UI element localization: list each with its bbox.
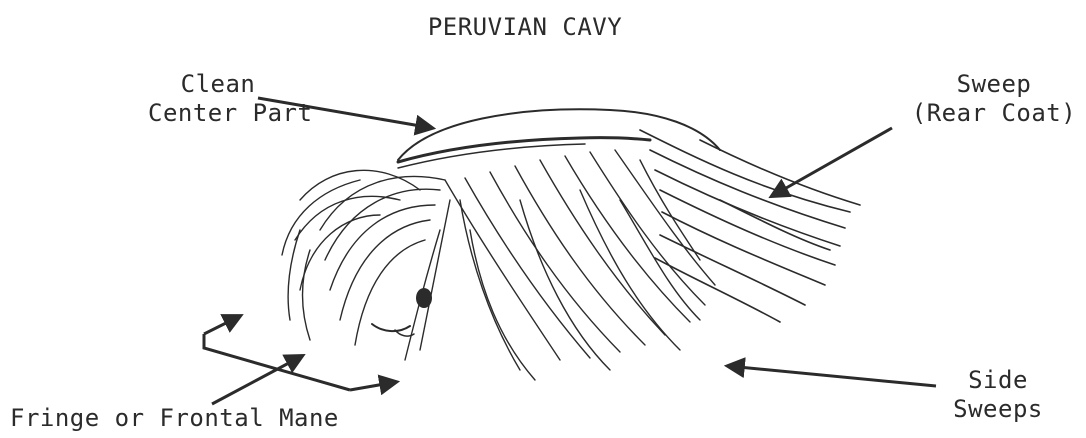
center-part-line: [398, 138, 650, 162]
cavy-drawing: [282, 109, 860, 380]
fringe-bracket: [204, 334, 350, 390]
nose: [372, 324, 410, 331]
body-hair: [445, 150, 715, 380]
arrow-clean-center-part: [258, 98, 432, 128]
arrow-side-sweeps: [728, 366, 936, 386]
arrow-sweep-rear-coat: [772, 128, 892, 196]
arrow-fringe-right: [350, 382, 396, 390]
rear-sweep-hair: [640, 130, 860, 322]
arrow-fringe-upper-left: [204, 316, 240, 334]
eye: [416, 288, 432, 308]
frontal-mane-hair: [282, 170, 450, 360]
